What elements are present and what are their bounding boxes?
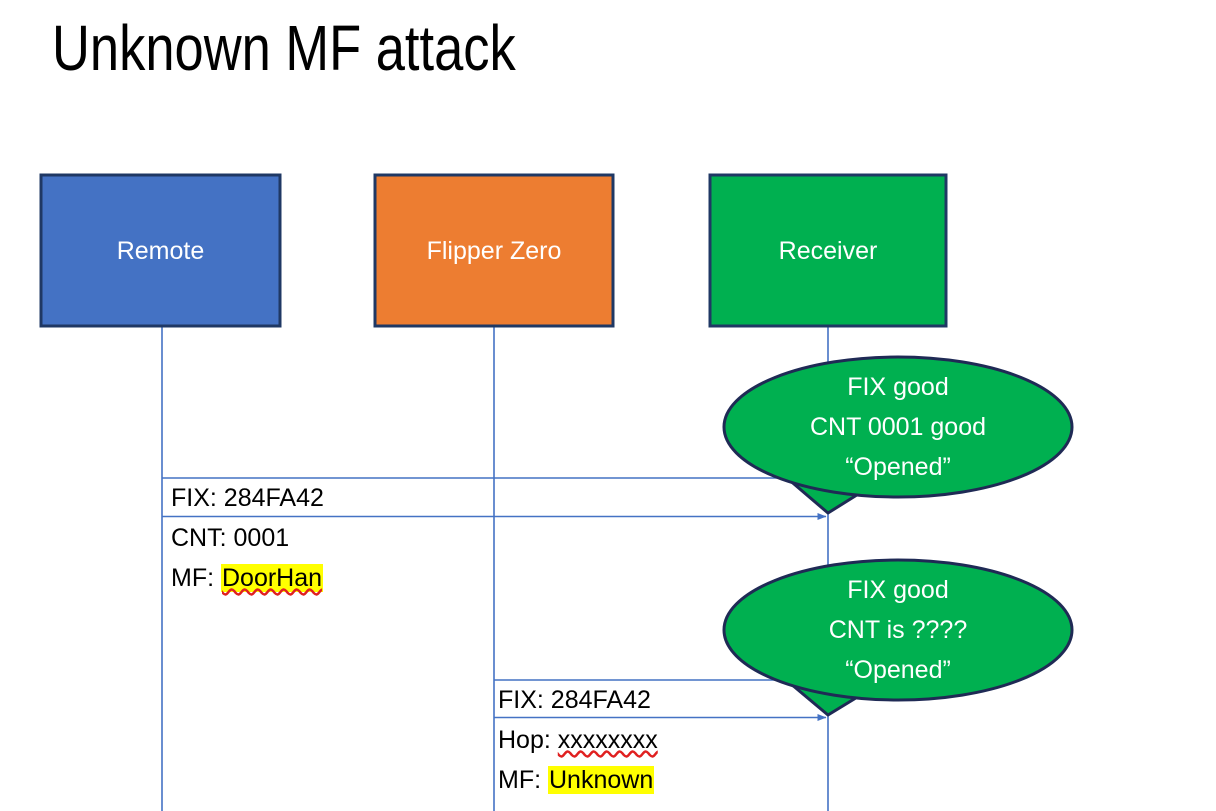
callout-bubble-2-body bbox=[722, 558, 1074, 702]
message-1-cnt-label: CNT: bbox=[171, 524, 227, 552]
message-1-line-mf: MF: DoorHan bbox=[171, 558, 324, 598]
message-2-hop-value: xxxxxxxx bbox=[557, 726, 658, 754]
message-2-line-fix: FIX: 284FA42 bbox=[498, 680, 658, 720]
actor-box-receiver[interactable] bbox=[708, 173, 948, 328]
callout-bubble-2[interactable] bbox=[722, 558, 1074, 717]
message-1-cnt-value: 0001 bbox=[233, 524, 290, 552]
callout-bubble-1-body bbox=[722, 355, 1074, 499]
message-2-line-hop: Hop: xxxxxxxx bbox=[498, 720, 658, 760]
message-2-fix-label: FIX: bbox=[498, 686, 544, 714]
actor-box-remote[interactable] bbox=[39, 173, 282, 328]
message-1-mf-label: MF: bbox=[171, 564, 215, 592]
actor-box-flipper-zero[interactable] bbox=[373, 173, 615, 328]
message-1-line-cnt: CNT: 0001 bbox=[171, 518, 324, 558]
message-2-mf-label: MF: bbox=[498, 766, 542, 794]
message-1-fix-label: FIX: bbox=[171, 484, 217, 512]
page-title: Unknown MF attack bbox=[52, 12, 516, 84]
message-2-line-mf: MF: Unknown bbox=[498, 760, 658, 800]
message-2-mf-value-highlighted: Unknown bbox=[548, 766, 655, 794]
message-1-line-fix: FIX: 284FA42 bbox=[171, 478, 324, 518]
message-2-fix-value: 284FA42 bbox=[550, 686, 651, 714]
message-note-flipper-to-receiver: FIX: 284FA42 Hop: xxxxxxxx MF: Unknown bbox=[498, 680, 658, 800]
callout-bubble-1[interactable] bbox=[722, 355, 1074, 515]
message-note-remote-to-receiver: FIX: 284FA42 CNT: 0001 MF: DoorHan bbox=[171, 478, 324, 598]
message-1-mf-value-highlighted: DoorHan bbox=[221, 564, 324, 592]
message-1-fix-value: 284FA42 bbox=[223, 484, 324, 512]
message-2-hop-label: Hop: bbox=[498, 726, 551, 754]
